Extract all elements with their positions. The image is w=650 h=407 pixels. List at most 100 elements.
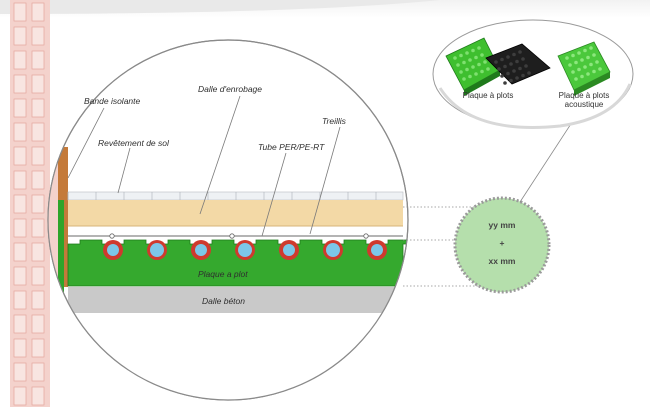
- label-plaque-a-plot: Plaque a plot: [198, 269, 248, 279]
- stud: [456, 63, 460, 67]
- stud: [462, 77, 466, 81]
- stud: [465, 67, 469, 72]
- stud: [462, 60, 466, 65]
- stud: [509, 78, 513, 83]
- stud: [503, 64, 507, 69]
- stud: [474, 55, 478, 60]
- mesh-clip: [109, 233, 115, 239]
- brick: [13, 266, 27, 286]
- stud: [518, 50, 522, 54]
- stud: [512, 69, 516, 73]
- leader-lines: [67, 95, 341, 237]
- brick: [31, 314, 45, 334]
- brick: [31, 26, 45, 46]
- brick: [31, 98, 45, 118]
- stud: [459, 70, 463, 74]
- brick: [13, 74, 27, 94]
- stud: [574, 77, 578, 81]
- label-dalle-beton: Dalle béton: [202, 296, 245, 306]
- stud: [471, 48, 475, 53]
- brick: [13, 218, 27, 238]
- stud: [592, 69, 596, 74]
- stud: [459, 53, 463, 58]
- stud: [515, 76, 519, 80]
- brick: [31, 362, 45, 382]
- brick-wall: [10, 0, 50, 407]
- stud: [509, 62, 513, 66]
- stud: [589, 46, 593, 50]
- brick: [13, 362, 27, 382]
- stud: [468, 74, 472, 79]
- brick: [31, 122, 45, 142]
- brick: [31, 290, 45, 310]
- stud: [494, 60, 498, 64]
- stud: [577, 51, 581, 55]
- brick: [13, 122, 27, 142]
- label-revetement-sol: Revêtement de sol: [98, 138, 170, 148]
- stud: [468, 58, 472, 62]
- insulation-strip-green: [58, 200, 64, 295]
- brick: [13, 170, 27, 190]
- pipe-core: [283, 244, 295, 256]
- brick: [31, 266, 45, 286]
- brick: [31, 170, 45, 190]
- label-dalle-enrobage: Dalle d'enrobage: [198, 84, 262, 94]
- screed-layer: [68, 200, 403, 226]
- thickness-top: yy mm: [489, 220, 516, 230]
- stud: [598, 67, 602, 71]
- stud: [515, 59, 519, 64]
- floor-covering: [67, 191, 404, 201]
- brick: [13, 98, 27, 118]
- stud: [503, 81, 507, 85]
- stud: [518, 66, 522, 71]
- stud: [506, 71, 510, 76]
- top-band-shadow: [0, 0, 440, 14]
- brick: [31, 386, 45, 406]
- stud: [592, 53, 596, 57]
- brick: [13, 386, 27, 406]
- mesh-clip: [363, 233, 369, 239]
- stud: [524, 64, 528, 68]
- pipe-core: [371, 244, 383, 256]
- pipe-core: [327, 244, 339, 256]
- product-plaque-plots-image: [445, 37, 501, 96]
- stud: [512, 52, 516, 57]
- label-tube: Tube PER/PE-RT: [258, 142, 325, 152]
- brick: [13, 26, 27, 46]
- thickness-plus: +: [500, 238, 505, 248]
- stud: [580, 58, 584, 62]
- products-panel: Plaque à plots Plaque à plots acoustique: [432, 19, 634, 129]
- stud: [595, 60, 599, 64]
- brick: [31, 2, 45, 22]
- label-treillis: Treillis: [322, 116, 347, 126]
- stud: [527, 71, 531, 75]
- pipe-core: [107, 244, 119, 256]
- stud: [500, 74, 504, 78]
- stud: [586, 55, 590, 60]
- product-acoustique-image: [557, 41, 611, 96]
- stud: [586, 72, 590, 76]
- product-acoustique-label-2: acoustique: [565, 100, 604, 109]
- brick: [13, 50, 27, 70]
- concrete-slab: [68, 287, 403, 313]
- stud: [583, 48, 587, 53]
- stud: [568, 63, 572, 67]
- stud: [565, 56, 569, 60]
- brick: [13, 338, 27, 358]
- product-acoustique-label-1: Plaque à plots: [559, 91, 610, 100]
- thickness-guides: [403, 206, 490, 287]
- brick: [13, 290, 27, 310]
- brick: [13, 314, 27, 334]
- brick: [31, 194, 45, 214]
- thickness-badge: yy mm + xx mm: [453, 196, 551, 294]
- brick: [31, 218, 45, 238]
- pipe-core: [239, 244, 251, 256]
- stud: [497, 67, 501, 71]
- stud: [453, 56, 457, 60]
- brick: [31, 50, 45, 70]
- stud: [486, 67, 490, 71]
- brick: [13, 194, 27, 214]
- product-plaque-plots-label: Plaque à plots: [463, 91, 514, 100]
